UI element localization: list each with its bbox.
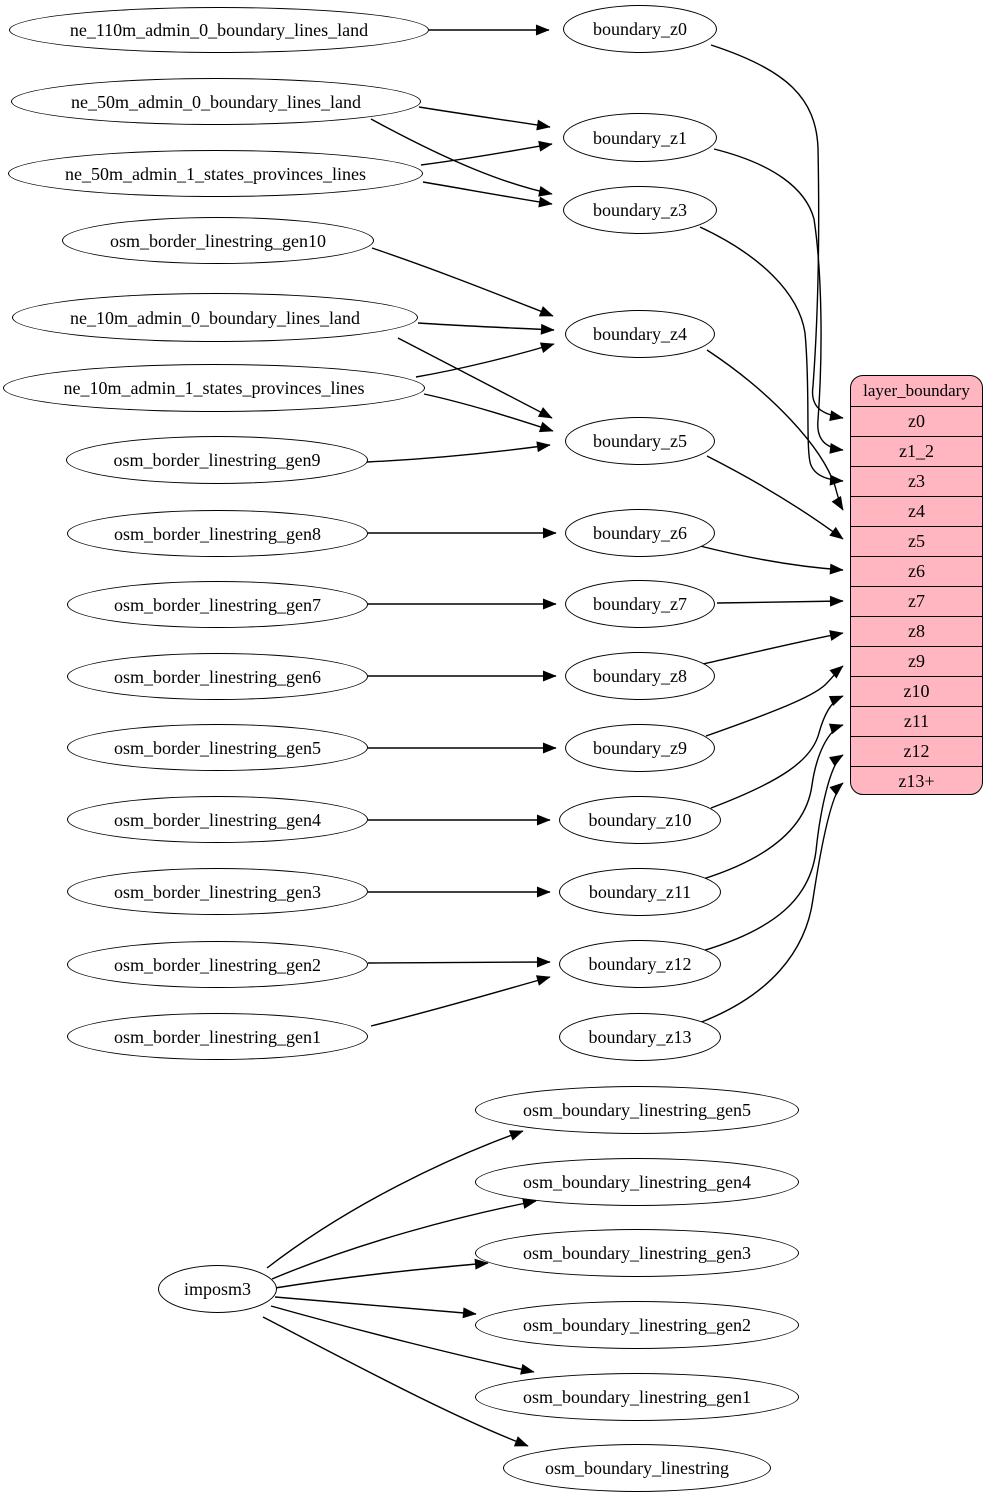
node-boundary-z1: boundary_z1: [563, 113, 717, 162]
edge-boundary-z11-to-table-z11: [702, 723, 844, 880]
edge-gen10-to-boundary-z4: [371, 247, 554, 317]
edge-ne50m-admin1-to-boundary-z1: [420, 140, 553, 166]
node-osm-border-linestring-gen9: osm_border_linestring_gen9: [66, 436, 368, 484]
node-osm-border-linestring-gen5: osm_border_linestring_gen5: [67, 724, 368, 771]
node-osm-border-linestring-gen2: osm_border_linestring_gen2: [67, 941, 368, 988]
edge-boundary-z3-to-table-z3: [699, 226, 844, 486]
node-osm-boundary-linestring-gen3: osm_boundary_linestring_gen3: [475, 1229, 799, 1277]
node-layer-boundary-table: layer_boundary z0 z1_2 z3 z4 z5 z6 z7 z8…: [850, 375, 983, 795]
node-imposm3: imposm3: [158, 1265, 277, 1313]
node-boundary-z9: boundary_z9: [565, 724, 715, 772]
edge-ne10m-admin0-to-boundary-z4: [417, 322, 555, 335]
edge-boundary-z4-to-table-z4: [706, 349, 844, 511]
table-row-z11: z11: [851, 706, 982, 736]
node-ne-110m-admin-0-boundary-lines-land: ne_110m_admin_0_boundary_lines_land: [9, 7, 429, 53]
edge-imposm3-to-osm-boundary-linestring: [262, 1316, 529, 1447]
table-row-z12: z12: [851, 736, 982, 766]
edge-ne10m-admin1-to-boundary-z4: [415, 342, 555, 378]
node-ne-10m-admin-0-boundary-lines-land: ne_10m_admin_0_boundary_lines_land: [12, 293, 418, 342]
table-row-z7: z7: [851, 586, 982, 616]
edge-imposm3-to-osm-boundary-gen2: [274, 1296, 477, 1319]
table-row-z10: z10: [851, 676, 982, 706]
table-row-z13plus: z13+: [851, 766, 982, 794]
node-boundary-z13: boundary_z13: [559, 1013, 721, 1061]
node-osm-border-linestring-gen8: osm_border_linestring_gen8: [67, 510, 368, 557]
edge-imposm3-to-osm-boundary-gen5: [266, 1130, 524, 1269]
node-osm-border-linestring-gen7: osm_border_linestring_gen7: [67, 581, 368, 628]
table-row-z6: z6: [851, 556, 982, 586]
node-osm-border-linestring-gen4: osm_border_linestring_gen4: [67, 796, 368, 843]
node-ne-50m-admin-0-boundary-lines-land: ne_50m_admin_0_boundary_lines_land: [11, 78, 421, 125]
edge-imposm3-to-osm-boundary-gen3: [274, 1258, 489, 1289]
node-boundary-z10: boundary_z10: [559, 796, 721, 844]
node-boundary-z11: boundary_z11: [559, 868, 721, 916]
node-boundary-z12: boundary_z12: [559, 940, 721, 988]
table-row-z3: z3: [851, 466, 982, 496]
edge-imposm3-to-osm-boundary-gen4: [271, 1198, 537, 1280]
node-osm-border-linestring-gen6: osm_border_linestring_gen6: [67, 653, 368, 700]
edge-boundary-z5-to-table-z5: [706, 455, 844, 540]
node-boundary-z8: boundary_z8: [565, 652, 715, 700]
table-row-z1-2: z1_2: [851, 436, 982, 466]
node-boundary-z4: boundary_z4: [565, 310, 715, 358]
table-row-z9: z9: [851, 646, 982, 676]
node-boundary-z6: boundary_z6: [565, 509, 715, 557]
edge-boundary-z10-to-table-z10: [710, 695, 844, 809]
node-osm-boundary-linestring-gen2: osm_boundary_linestring_gen2: [475, 1301, 799, 1349]
node-osm-boundary-linestring: osm_boundary_linestring: [503, 1444, 771, 1492]
node-osm-border-linestring-gen10: osm_border_linestring_gen10: [62, 217, 374, 264]
node-osm-boundary-linestring-gen5: osm_boundary_linestring_gen5: [475, 1086, 799, 1134]
node-ne-50m-admin-1-states-provinces-lines: ne_50m_admin_1_states_provinces_lines: [8, 150, 423, 197]
edge-ne50m-admin0-to-boundary-z3: [370, 118, 553, 197]
table-row-z8: z8: [851, 616, 982, 646]
node-boundary-z5: boundary_z5: [565, 417, 715, 465]
edge-boundary-z6-to-table-z6: [699, 545, 844, 575]
table-row-z5: z5: [851, 526, 982, 556]
node-boundary-z7: boundary_z7: [565, 580, 715, 628]
table-row-z0: z0: [851, 406, 982, 436]
edge-ne10m-admin0-to-boundary-z5: [397, 337, 553, 419]
node-ne-10m-admin-1-states-provinces-lines: ne_10m_admin_1_states_provinces_lines: [3, 364, 425, 412]
edge-ne10m-admin1-to-boundary-z5: [423, 393, 554, 433]
edge-ne50m-admin1-to-boundary-z3: [422, 181, 553, 208]
node-boundary-z3: boundary_z3: [563, 186, 717, 234]
edge-boundary-z13-to-table-z13: [698, 782, 844, 1024]
edge-boundary-z7-to-table-z7: [716, 595, 844, 607]
edge-gen2-to-boundary-z12: [367, 956, 551, 968]
edge-boundary-z0-to-table-z0: [710, 44, 844, 422]
edge-gen1-to-boundary-z12: [370, 975, 551, 1027]
node-osm-border-linestring-gen1: osm_border_linestring_gen1: [67, 1013, 368, 1060]
table-row-z4: z4: [851, 496, 982, 526]
edge-boundary-z12-to-table-z12: [701, 754, 844, 952]
edge-boundary-z1-to-table-z1-2: [713, 148, 844, 454]
edge-boundary-z9-to-table-z9: [705, 665, 844, 737]
table-title: layer_boundary: [863, 381, 970, 400]
edge-boundary-z8-to-table-z8: [702, 630, 844, 665]
edge-ne50m-admin0-to-boundary-z1: [418, 106, 551, 131]
node-osm-boundary-linestring-gen4: osm_boundary_linestring_gen4: [475, 1158, 799, 1206]
node-boundary-z0: boundary_z0: [563, 5, 717, 53]
edge-gen9-to-boundary-z5: [366, 441, 551, 463]
node-osm-border-linestring-gen3: osm_border_linestring_gen3: [67, 868, 368, 915]
node-osm-boundary-linestring-gen1: osm_boundary_linestring_gen1: [475, 1373, 799, 1421]
edge-imposm3-to-osm-boundary-gen1: [270, 1305, 535, 1375]
